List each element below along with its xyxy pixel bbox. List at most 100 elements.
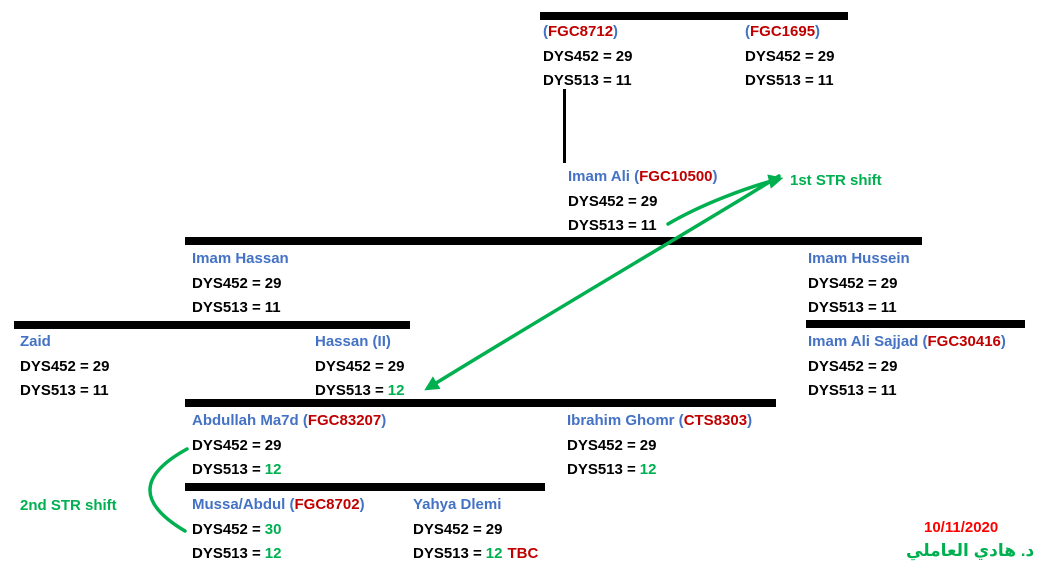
person-name: Mussa/Abdul (192, 496, 286, 513)
person-name-row: Yahya Dlemi (413, 493, 538, 518)
dys513-row: DYS513 =11 (20, 379, 109, 404)
person-name-row: Imam Hussein (808, 247, 910, 272)
person-name: Imam Ali (568, 168, 630, 185)
snp-id: FGC1695 (750, 23, 816, 40)
person-name: Imam Hussein (808, 250, 910, 267)
dys-label: DYS452 = (745, 47, 814, 65)
person-name: Abdullah Ma7d (192, 412, 299, 429)
dys-label: DYS513 = (20, 382, 89, 399)
person-fgc1695: (FGC1695) DYS452 =29 DYS513 =11 (745, 20, 834, 94)
dys452-row: DYS452 =29 (808, 355, 1006, 380)
snp-id: FGC8712 (548, 23, 614, 40)
snp-id: FGC83207 (307, 412, 382, 429)
dys452-row: DYS452 =29 (192, 272, 289, 297)
dys-value: 11 (880, 382, 897, 399)
person-name-row: Ibrahim Ghomr (CTS8303) (567, 412, 753, 429)
dys-value: 12 (485, 545, 503, 562)
dys452-row: DYS452 =30 (192, 518, 365, 543)
dys-value: 12 (639, 461, 657, 478)
dys-value: 11 (817, 72, 834, 89)
dys452-row: DYS452 =29 (315, 355, 404, 380)
generation-bar-gen4 (185, 399, 776, 407)
person-hassan-ii: Hassan (II) DYS452 =29 DYS513 =12 (315, 330, 404, 404)
descent-connector-line (563, 89, 566, 163)
person-abdullah-ma7d: Abdullah Ma7d (FGC83207) DYS452 =29 DYS5… (192, 409, 386, 483)
person-fgc8712: (FGC8712) DYS452 =29 DYS513 =11 (543, 20, 632, 94)
second-str-shift-label: 2nd STR shift (20, 497, 117, 514)
first-str-shift-label: 1st STR shift (790, 172, 882, 189)
dys452-row: DYS452 =29 (192, 434, 386, 459)
dys-value: 29 (264, 274, 282, 292)
dys513-row: DYS513 =12 (192, 542, 365, 567)
dys-label: DYS452 = (192, 520, 261, 538)
person-name: Imam Ali Sajjad (808, 333, 919, 350)
dys-value: 12 (264, 461, 282, 478)
dys513-row: DYS513 =11 (543, 69, 632, 94)
dys513-row: DYS513 =12 (567, 458, 752, 483)
dys-value: 29 (485, 520, 503, 538)
generation-bar-zaid (14, 321, 410, 329)
dys-label: DYS513 = (413, 545, 482, 562)
dys-label: DYS513 = (745, 72, 814, 89)
person-name-row: Imam Hassan (192, 247, 289, 272)
dys-value: 29 (880, 274, 898, 292)
dys513-row: DYS513 =11 (745, 69, 834, 94)
person-name-row: Zaid (20, 330, 109, 355)
person-imam-hussein: Imam Hussein DYS452 =29 DYS513 =11 (808, 247, 910, 321)
dys-value: 29 (640, 192, 658, 210)
dys-value: 29 (817, 47, 835, 65)
person-name-row: Imam Ali (FGC10500) (568, 168, 718, 185)
person-name: Yahya Dlemi (413, 496, 502, 513)
dys-value: 30 (264, 520, 282, 538)
person-name-row: (FGC8712) (543, 23, 619, 40)
snp-id: FGC30416 (927, 333, 1001, 350)
dys-label: DYS513 = (192, 461, 261, 478)
dys-label: DYS513 = (543, 72, 612, 89)
generation-bar-gen5 (185, 483, 545, 491)
author-signature: د. هادي العاملي (906, 541, 1035, 560)
dys452-row: DYS452 =29 (567, 434, 752, 459)
dys452-row: DYS452 =29 (20, 355, 109, 380)
dys-label: DYS452 = (808, 274, 877, 292)
snp-id: FGC10500 (639, 168, 713, 185)
person-mussa-abdul: Mussa/Abdul (FGC8702) DYS452 =30 DYS513 … (192, 493, 365, 567)
dys452-row: DYS452 =29 (413, 518, 538, 543)
dys-label: DYS452 = (808, 357, 877, 375)
dys-value: 29 (615, 47, 633, 65)
dys-label: DYS452 = (543, 47, 612, 65)
dys513-row: DYS513 =12 (315, 379, 404, 404)
dys452-row: DYS452 =29 (808, 272, 910, 297)
person-imam-hassan: Imam Hassan DYS452 =29 DYS513 =11 (192, 247, 289, 321)
dys-value: 11 (640, 217, 657, 234)
dys-label: DYS513 = (567, 461, 636, 478)
dys513-row: DYS513 =11 (808, 296, 910, 321)
dys513-row: DYS513 =11 (568, 214, 718, 239)
second-shift-brace (148, 447, 189, 533)
generation-bar-top (540, 12, 848, 20)
person-imam-ali: Imam Ali (FGC10500) DYS452 =29 DYS513 =1… (568, 165, 718, 239)
dys-label: DYS513 = (808, 382, 877, 399)
generation-bar-hussein (806, 320, 1025, 328)
person-zaid: Zaid DYS452 =29 DYS513 =11 (20, 330, 109, 404)
dys-value: 12 (387, 382, 405, 399)
dys-label: DYS513 = (192, 299, 261, 316)
person-name-row: Mussa/Abdul (FGC8702) (192, 496, 365, 513)
person-name-row: Hassan (II) (315, 330, 404, 355)
dys-value: 12 (264, 545, 282, 562)
tbc-flag: TBC (507, 545, 539, 562)
person-name: Imam Hassan (192, 250, 289, 267)
dys-value: 29 (264, 436, 282, 454)
person-ibrahim-ghomr: Ibrahim Ghomr (CTS8303) DYS452 =29 DYS51… (567, 409, 752, 483)
dys513-row: DYS513 =11 (808, 379, 1006, 404)
dys452-row: DYS452 =29 (568, 190, 718, 215)
dys-value: 11 (615, 72, 632, 89)
dys-label: DYS513 = (315, 382, 384, 399)
dys-label: DYS452 = (567, 436, 636, 454)
person-name: Zaid (20, 333, 51, 350)
person-name-row: Abdullah Ma7d (FGC83207) (192, 412, 387, 429)
dys-label: DYS452 = (568, 192, 637, 210)
snp-id: FGC8702 (294, 496, 360, 513)
